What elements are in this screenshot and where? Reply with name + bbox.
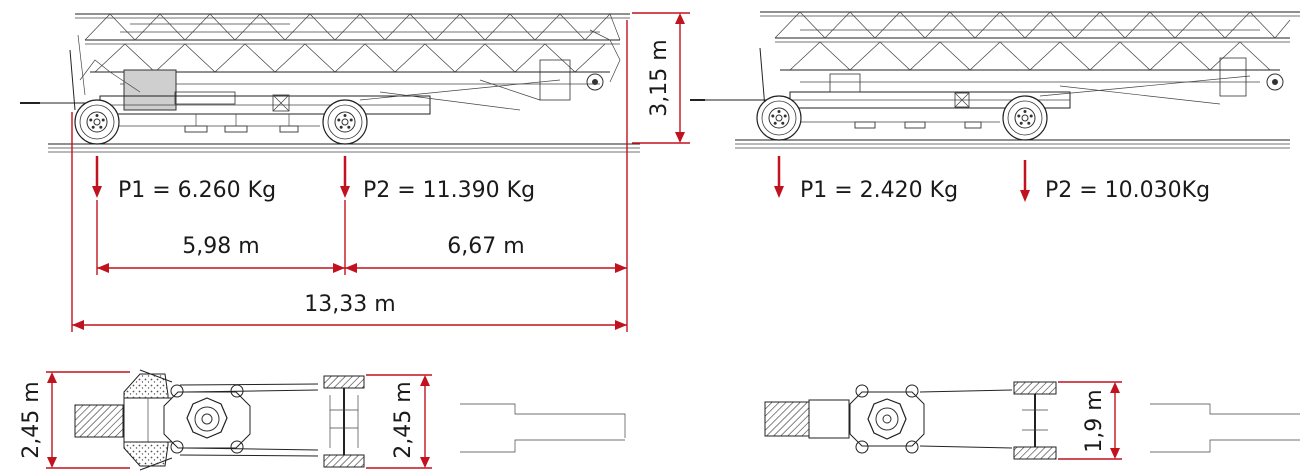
p1-arrow bbox=[90, 154, 104, 200]
height-label: 3,15 m bbox=[647, 39, 672, 116]
counterweight-block bbox=[123, 69, 177, 111]
p1-arrow bbox=[772, 154, 786, 200]
outrigger-feet bbox=[115, 114, 320, 133]
rear-wheel bbox=[322, 99, 368, 145]
left-plan-view: 2,45 m bbox=[19, 369, 626, 471]
dim-total-label: 13,33 m bbox=[304, 292, 395, 317]
rear-wheel-bottom bbox=[1013, 446, 1057, 460]
rear-wheel-top bbox=[1013, 381, 1057, 395]
length-dimensions: 5,98 m 6,67 m 13,33 m bbox=[71, 20, 628, 332]
right-plan-view: 1,9 m bbox=[764, 381, 1300, 460]
p2-arrow bbox=[338, 154, 352, 200]
dim-b-label: 6,67 m bbox=[447, 234, 524, 259]
height-dimension: 3,15 m bbox=[632, 12, 690, 144]
slewing-ring bbox=[163, 384, 251, 454]
front-wheel bbox=[756, 95, 802, 141]
p1-label: P1 = 2.420 Kg bbox=[800, 178, 958, 203]
front-block bbox=[74, 404, 124, 438]
slewing-ring bbox=[849, 384, 925, 454]
plan-left-rear-width: 2,45 m bbox=[391, 381, 416, 458]
dim-a-label: 5,98 m bbox=[182, 234, 259, 259]
p1-label: P1 = 6.260 Kg bbox=[118, 178, 276, 203]
jib-lattice bbox=[760, 11, 1300, 83]
right-crane-elevation: P1 = 2.420 Kg P2 = 10.030Kg bbox=[690, 11, 1300, 204]
rear-wheel-bottom bbox=[323, 454, 365, 468]
left-crane-elevation: 3,15 m P1 = 6.260 Kg P2 = 11.390 Kg 5,98… bbox=[20, 12, 690, 332]
front-wheel bbox=[74, 99, 120, 145]
p2-label: P2 = 10.030Kg bbox=[1045, 178, 1210, 203]
p2-label: P2 = 11.390 Kg bbox=[363, 178, 535, 203]
rear-wheel-top bbox=[323, 375, 365, 389]
plan-left-front-width: 2,45 m bbox=[19, 381, 44, 458]
p2-arrow bbox=[1018, 158, 1032, 204]
front-block bbox=[764, 401, 810, 437]
jib-lattice bbox=[75, 13, 630, 85]
outrigger-feet bbox=[800, 121, 1000, 129]
plan-right-rear-width: 1,9 m bbox=[1082, 389, 1107, 452]
rear-wheel bbox=[1002, 95, 1048, 141]
